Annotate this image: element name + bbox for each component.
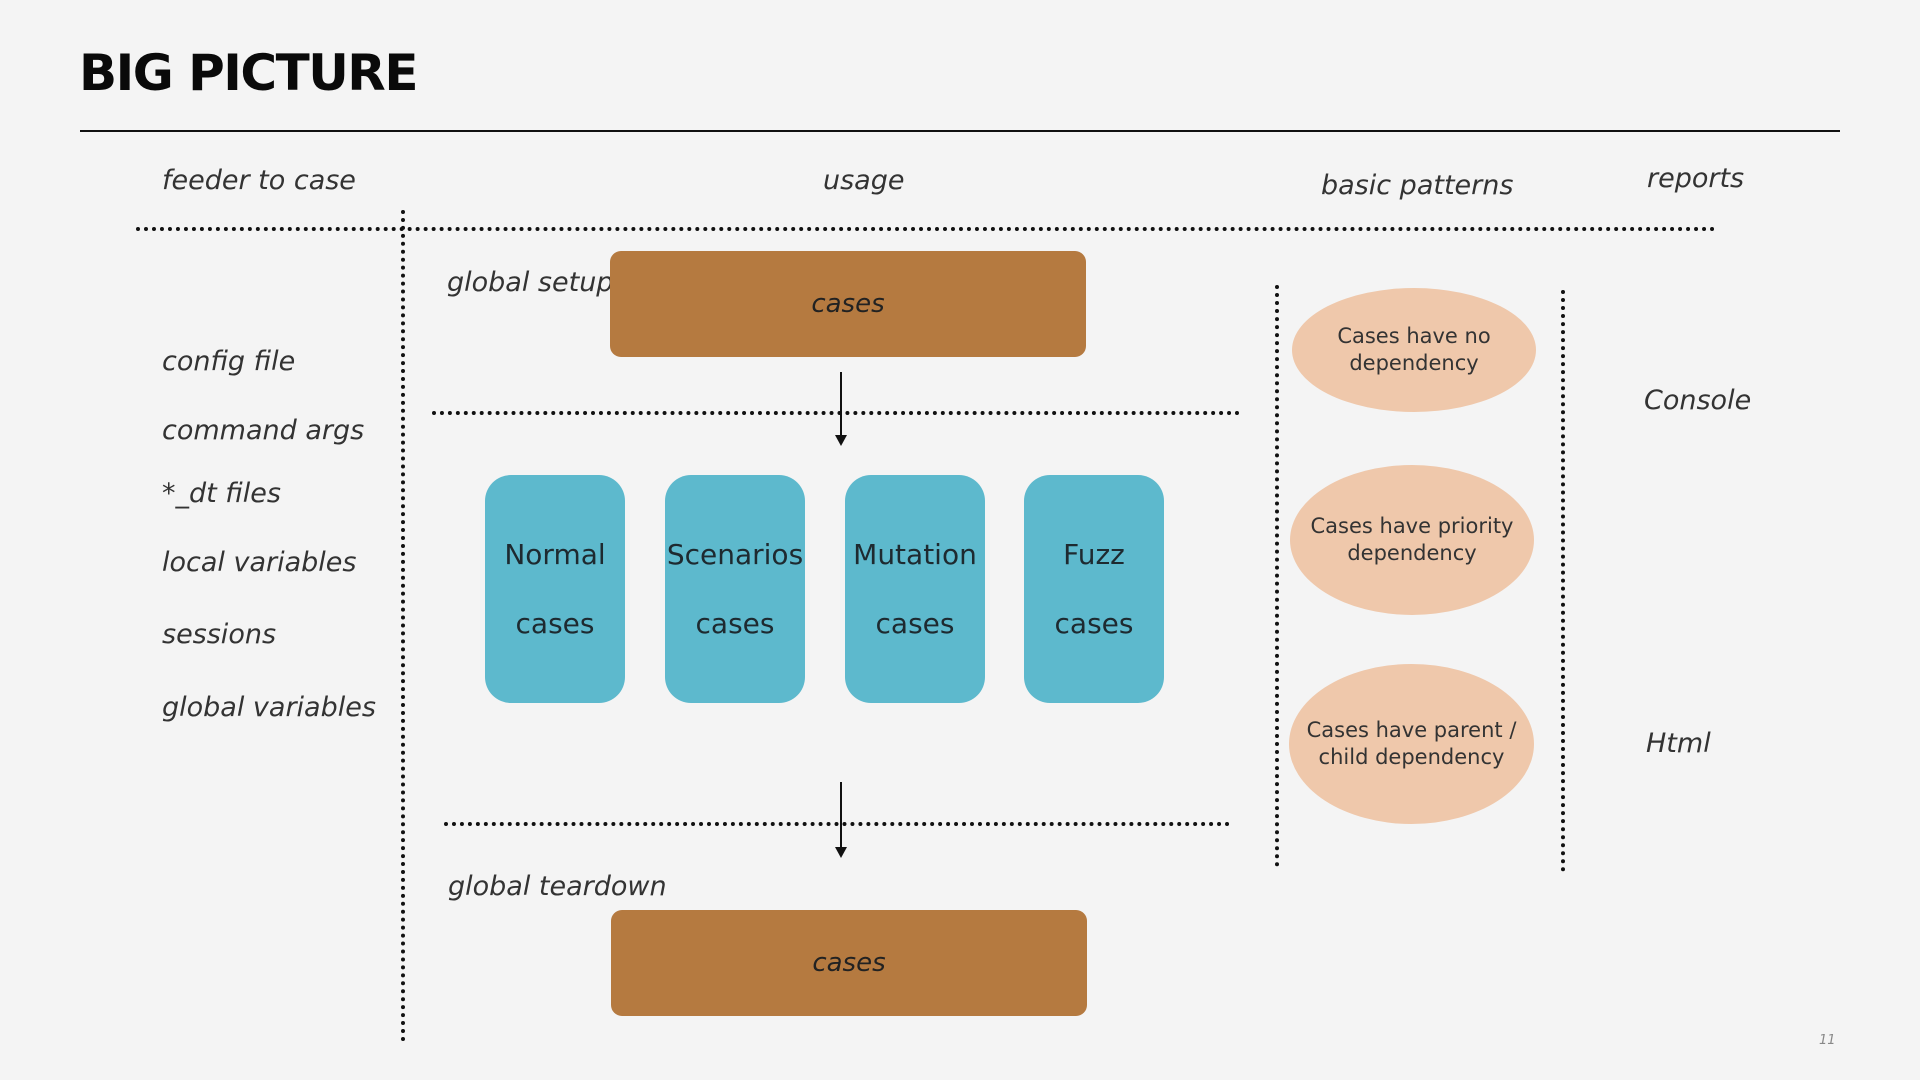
setup-cases-box: cases <box>610 251 1086 357</box>
pattern-line: Cases have priority <box>1310 514 1514 538</box>
setup-arrow-head <box>835 435 847 446</box>
teardown-arrow-head <box>835 847 847 858</box>
case-type-mutation: Mutation cases <box>845 475 985 703</box>
case-type-normal: Normal cases <box>485 475 625 703</box>
pattern-oval: Cases have no dependency <box>1292 288 1536 412</box>
pattern-oval: Cases have priority dependency <box>1290 465 1534 615</box>
header-usage: usage <box>823 165 905 196</box>
patterns-left-divider <box>1275 285 1279 867</box>
feeder-item: sessions <box>162 619 277 650</box>
header-divider <box>136 227 1716 231</box>
case-type-name: Normal <box>504 538 606 571</box>
title-rule <box>80 130 1840 132</box>
case-type-scenarios: Scenarios cases <box>665 475 805 703</box>
setup-cases-text: cases <box>811 289 885 319</box>
teardown-divider <box>444 822 1230 826</box>
pattern-line: Cases have no <box>1337 324 1491 348</box>
pattern-line: Cases have parent / <box>1306 718 1517 742</box>
report-console: Console <box>1644 385 1752 416</box>
case-type-name: Fuzz <box>1063 538 1125 571</box>
header-patterns: basic patterns <box>1321 170 1514 201</box>
case-type-sub: cases <box>875 607 955 640</box>
global-setup-label: global setup <box>447 267 614 298</box>
setup-divider <box>432 411 1240 415</box>
setup-arrow-line <box>840 372 842 436</box>
patterns-right-divider <box>1561 290 1565 872</box>
pattern-oval: Cases have parent / child dependency <box>1289 664 1534 824</box>
feeder-item: command args <box>162 415 365 446</box>
header-reports: reports <box>1647 163 1745 194</box>
case-type-name: Mutation <box>853 538 977 571</box>
report-html: Html <box>1646 728 1711 759</box>
global-teardown-label: global teardown <box>448 871 667 902</box>
case-type-fuzz: Fuzz cases <box>1024 475 1164 703</box>
case-type-sub: cases <box>515 607 595 640</box>
case-type-sub: cases <box>1054 607 1134 640</box>
page-title: BIG PICTURE <box>79 44 418 102</box>
feeder-item: global variables <box>162 692 376 723</box>
feeder-item: *_dt files <box>162 478 281 509</box>
feeder-item: config file <box>162 346 296 377</box>
feeder-item: local variables <box>162 547 357 578</box>
feeder-divider <box>401 210 405 1042</box>
header-feeder: feeder to case <box>162 165 356 196</box>
page-number: 11 <box>1819 1033 1836 1048</box>
teardown-cases-box: cases <box>611 910 1087 1016</box>
pattern-line: child dependency <box>1318 745 1505 769</box>
case-type-name: Scenarios <box>666 538 804 571</box>
pattern-line: dependency <box>1347 541 1477 565</box>
teardown-cases-text: cases <box>812 948 886 978</box>
teardown-arrow-line <box>840 782 842 848</box>
case-type-sub: cases <box>695 607 775 640</box>
pattern-line: dependency <box>1349 351 1479 375</box>
